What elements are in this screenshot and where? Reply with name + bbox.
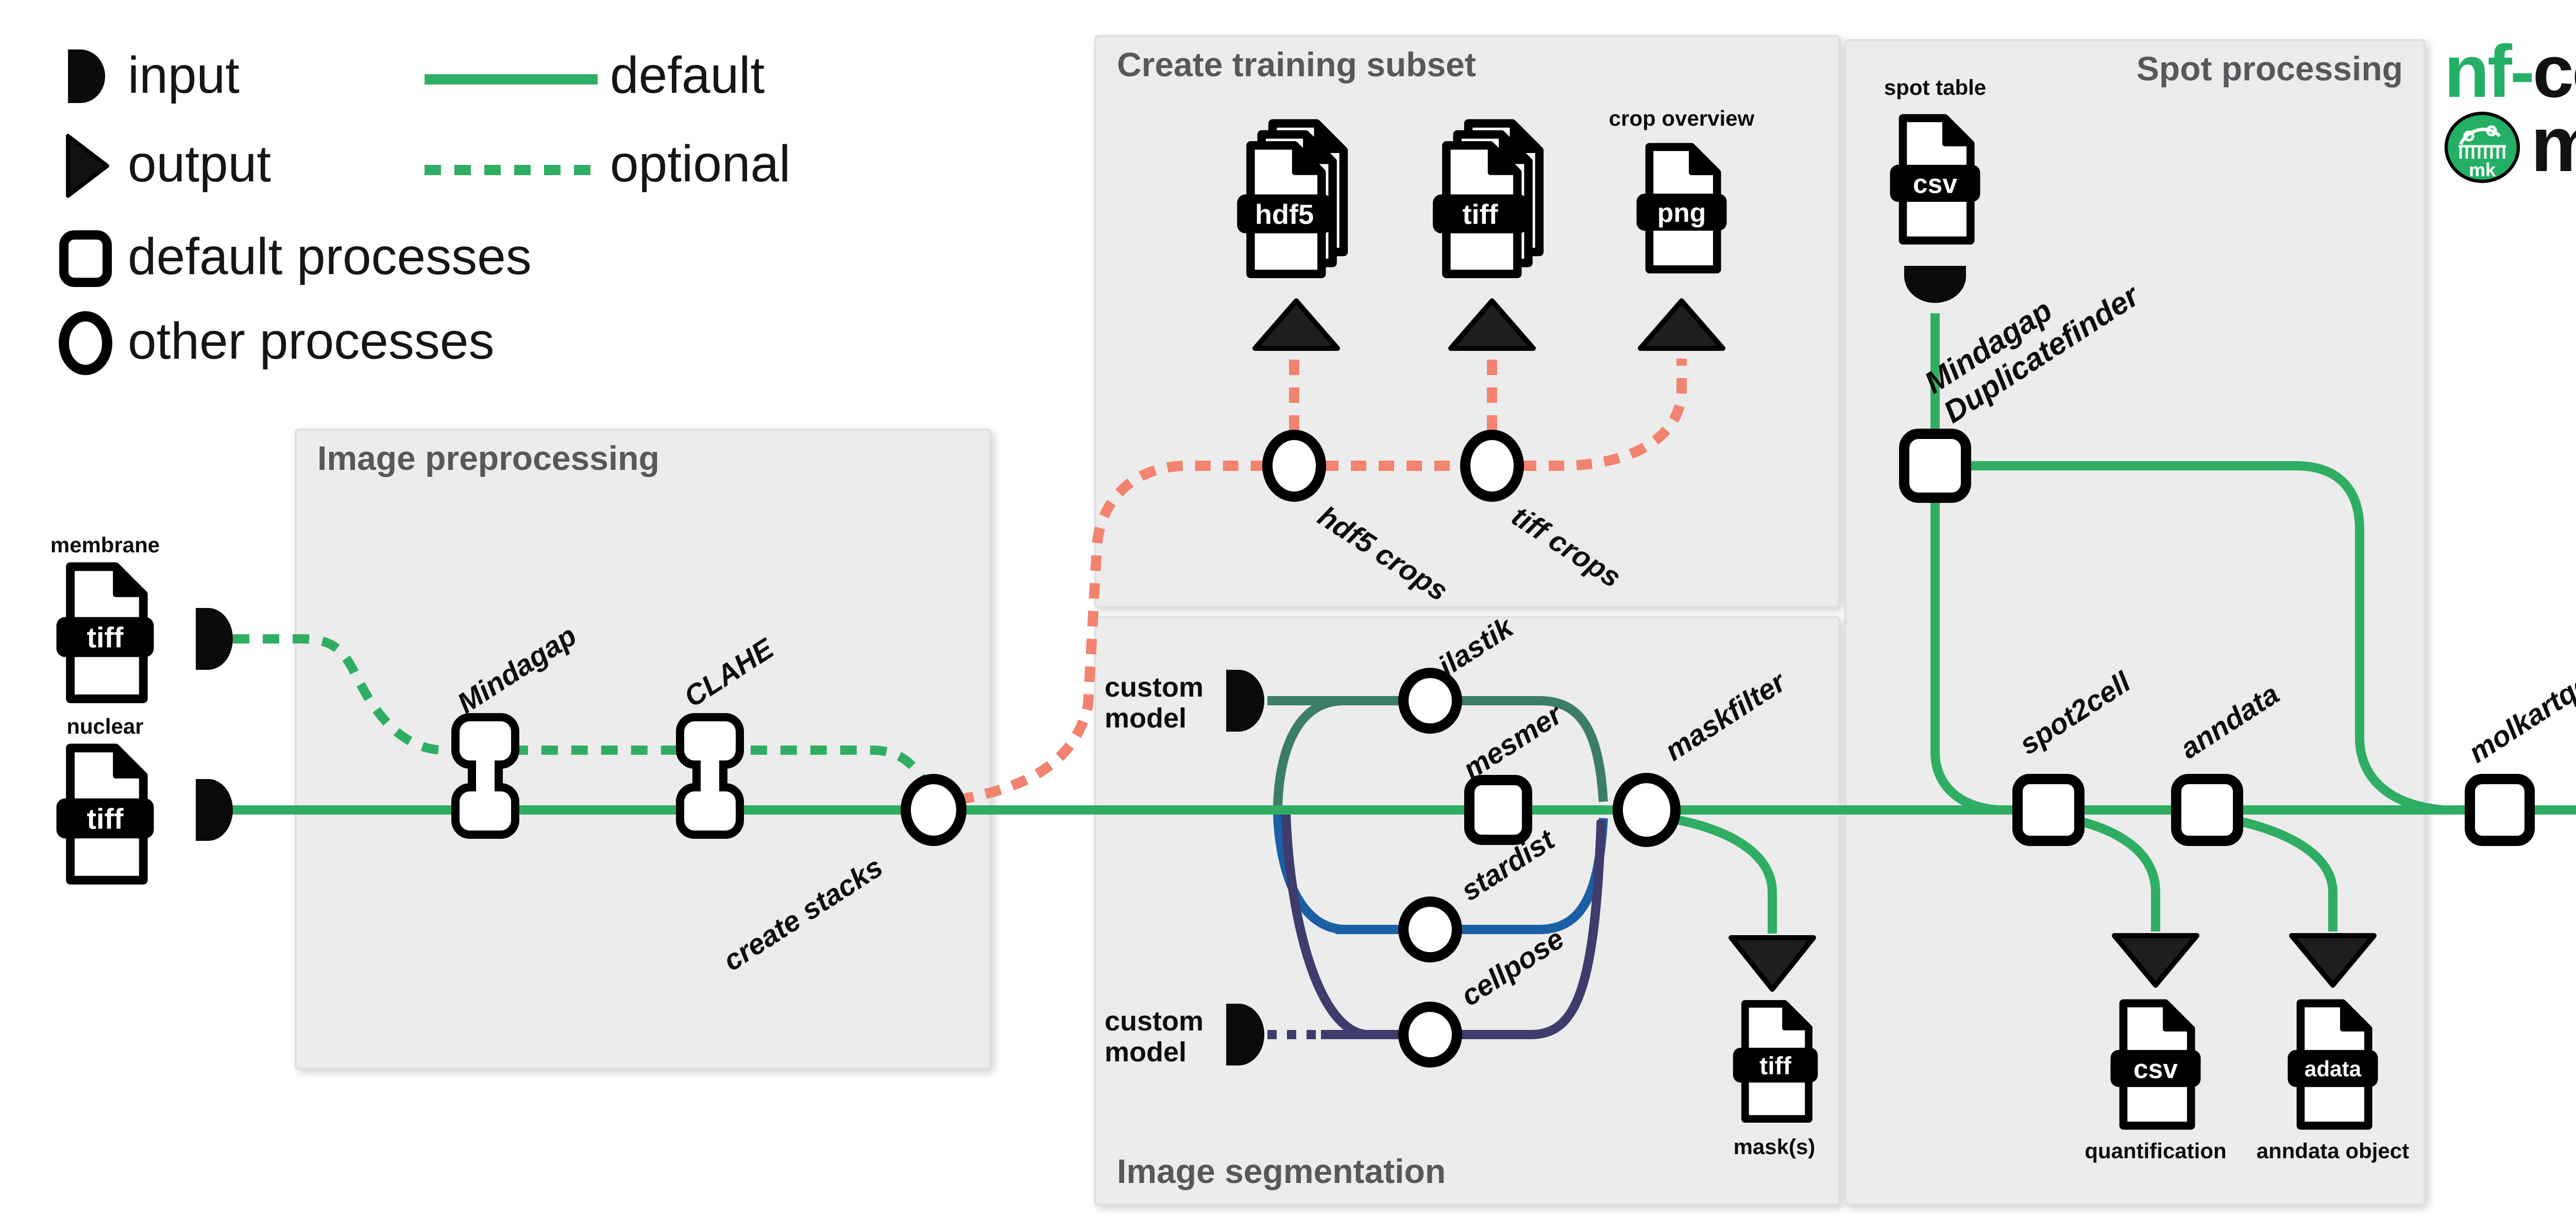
adata-caption: anndata object (2256, 1140, 2410, 1164)
default-process-icon (59, 230, 112, 287)
mesmer-node (1464, 775, 1532, 845)
nuclear-file-icon: tiff (49, 742, 161, 886)
ilastik-node (1398, 668, 1462, 734)
nf-core-green-part: nf- (2444, 29, 2535, 113)
png-file-icon: png (1630, 136, 1733, 280)
png-output-icon (1638, 298, 1725, 351)
panel-image-segmentation: Image segmentation (1094, 616, 1840, 1206)
anndata-node (2171, 774, 2243, 846)
masks-file-icon: tiff (1727, 993, 1824, 1129)
panel-title: Image segmentation (1117, 1154, 1446, 1191)
nf-core-wordmark: nf-core/ (2444, 29, 2576, 115)
legend-optional-label: optional (610, 136, 791, 194)
legend-default-processes-label: default processes (128, 229, 532, 286)
edge-membrane-optional (233, 634, 930, 788)
stardist-node (1398, 896, 1462, 962)
nf-core-black-part: core/ (2532, 29, 2576, 113)
hdf5-output-icon (1252, 298, 1340, 351)
panel-title: Image preprocessing (317, 441, 659, 478)
legend-other-processes-label: other processes (128, 313, 495, 371)
custom-model-bottom-label: custom model (1105, 1006, 1204, 1067)
create-stacks-node (901, 774, 967, 846)
legend-output-label: output (128, 136, 272, 194)
membrane-file-icon: tiff (49, 561, 161, 705)
molkart-badge-icon: mk (2444, 111, 2520, 183)
maskfilter-node (1613, 773, 1681, 847)
custom-model-top-label: custom model (1105, 672, 1204, 733)
nuclear-input-icon (196, 779, 233, 841)
edge-duplicatefinder-right (1968, 461, 2445, 815)
tiff-crops-output-icon (1448, 298, 1536, 351)
edge-ilastik-branch (1267, 696, 1608, 802)
svg-text:tiff: tiff (87, 803, 124, 835)
legend-default-label: default (610, 47, 765, 105)
svg-text:tiff: tiff (1462, 199, 1498, 230)
edge-cellpose-fork (1281, 814, 1367, 1039)
edge-createstacks-to-training (957, 461, 1263, 805)
svg-text:csv: csv (2133, 1054, 2178, 1084)
edge-tiffcrops-to-png (1521, 359, 1687, 471)
input-icon (68, 49, 105, 103)
panel-title: Create training subset (1117, 47, 1476, 84)
duplicatefinder-node (1899, 429, 1971, 503)
legend-input-label: input (128, 47, 240, 105)
adata-output-icon (2289, 933, 2377, 988)
masks-output-icon (1728, 935, 1816, 992)
edge-ilastik-fork (1273, 696, 1344, 806)
adata-file-icon: adata (2281, 993, 2384, 1136)
panel-title: Spot processing (2136, 52, 2403, 89)
hdf5-stack-file-icon: hdf5 (1230, 115, 1362, 280)
svg-text:tiff: tiff (1759, 1052, 1792, 1080)
tiff-crops-node (1460, 430, 1524, 502)
edge-cellpose-branch (1321, 820, 1606, 1039)
crop-overview-caption: crop overview (1608, 107, 1755, 132)
molkart-wordmark: molkart (2531, 103, 2576, 192)
svg-text:csv: csv (1913, 168, 1957, 198)
custom-model-bottom-input-icon (1226, 1004, 1264, 1065)
quantification-caption: quantification (2084, 1140, 2227, 1164)
quantification-file-icon: csv (2104, 993, 2207, 1136)
hdf5-crops-node (1262, 430, 1326, 502)
tiff-stack-file-icon: tiff (1426, 115, 1558, 280)
legend-optional-line (425, 165, 598, 175)
membrane-input-icon (196, 608, 233, 670)
edge-duplicatefinder-down (1930, 497, 1999, 815)
svg-text:png: png (1657, 197, 1706, 227)
svg-text:hdf5: hdf5 (1255, 199, 1314, 230)
quantification-output-icon (2112, 933, 2199, 988)
svg-text:tiff: tiff (87, 621, 124, 653)
edge-maskfilter-out (1654, 811, 1777, 934)
cellpose-node (1398, 1002, 1462, 1068)
other-process-icon (59, 311, 112, 375)
spot2cell-node (2012, 774, 2084, 846)
nuclear-caption: nuclear (66, 715, 144, 740)
spot-table-input-icon (1904, 266, 1966, 303)
custom-model-top-input-icon (1226, 670, 1264, 732)
svg-text:mk: mk (2469, 159, 2496, 180)
spot-table-caption: spot table (1884, 76, 1987, 101)
svg-text:adata: adata (2304, 1057, 2362, 1081)
molkartqc-node (2465, 774, 2535, 846)
clahe-node (676, 713, 744, 839)
legend-default-line (425, 74, 598, 84)
membrane-caption: membrane (50, 534, 160, 559)
spot-table-file-icon: csv (1884, 107, 1987, 251)
output-icon (66, 134, 109, 198)
masks-caption: mask(s) (1733, 1136, 1816, 1160)
mindagap-node (451, 713, 519, 839)
